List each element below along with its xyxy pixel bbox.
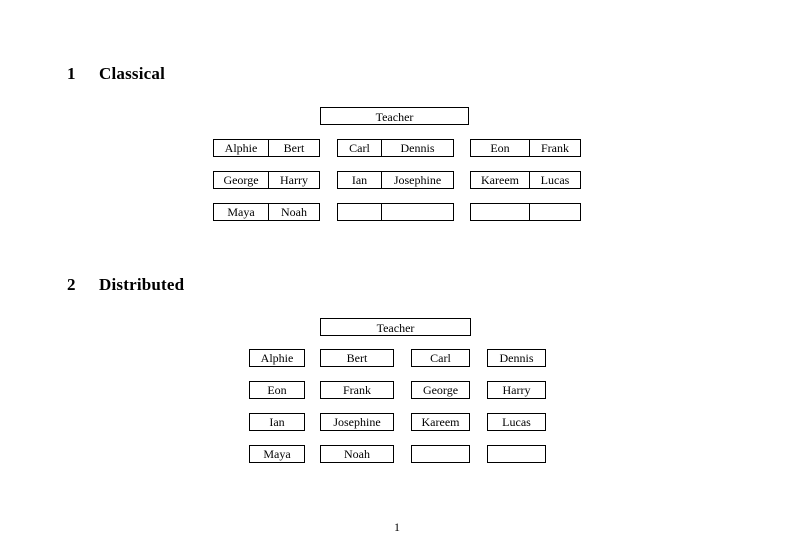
student-box: Maya [249,445,305,463]
student-box: Josephine [320,413,394,431]
section-heading-classical: 1 Classical [67,64,165,84]
group-cell-right: Dennis [381,140,453,156]
page-number: 1 [394,520,400,534]
section-title: Classical [99,64,166,83]
teacher-box-classical: Teacher [320,107,469,125]
group-cell-left: Eon [490,141,510,155]
student-box: Noah [320,445,394,463]
group-cell-right: Frank [529,140,580,156]
group-box: Ian Josephine [337,171,454,189]
group-box: Eon Frank [470,139,581,157]
group-box: Alphie Bert [213,139,320,157]
group-box: Carl Dennis [337,139,454,157]
section-heading-distributed: 2 Distributed [67,275,184,295]
group-cell-right: Lucas [529,172,580,188]
group-box [470,203,581,221]
group-cell-left: Kareem [481,173,519,187]
student-box: Harry [487,381,546,399]
group-cell-left: George [223,173,259,187]
group-cell-left: Alphie [224,141,258,155]
student-box: Ian [249,413,305,431]
group-cell-left: Maya [227,205,255,219]
student-box: Bert [320,349,394,367]
student-box: Frank [320,381,394,399]
group-cell-right: Josephine [381,172,453,188]
group-cell-left: Carl [349,141,370,155]
teacher-box-distributed: Teacher [320,318,471,336]
student-box: Lucas [487,413,546,431]
group-box: Maya Noah [213,203,320,221]
student-box: Carl [411,349,470,367]
student-box: Dennis [487,349,546,367]
group-cell-left [338,204,381,220]
group-box [337,203,454,221]
section-number: 1 [67,64,76,83]
group-box: George Harry [213,171,320,189]
student-box: Kareem [411,413,470,431]
student-box [487,445,546,463]
student-box: Alphie [249,349,305,367]
student-box: George [411,381,470,399]
group-cell-left [471,204,529,220]
group-cell-right [381,204,453,220]
group-box: Kareem Lucas [470,171,581,189]
section-title: Distributed [99,275,185,294]
student-box: Eon [249,381,305,399]
group-cell-left: Ian [351,173,368,187]
group-cell-right [529,204,580,220]
group-cell-right: Noah [268,204,319,220]
student-box [411,445,470,463]
group-cell-right: Bert [268,140,319,156]
section-number: 2 [67,275,76,294]
group-cell-right: Harry [268,172,319,188]
